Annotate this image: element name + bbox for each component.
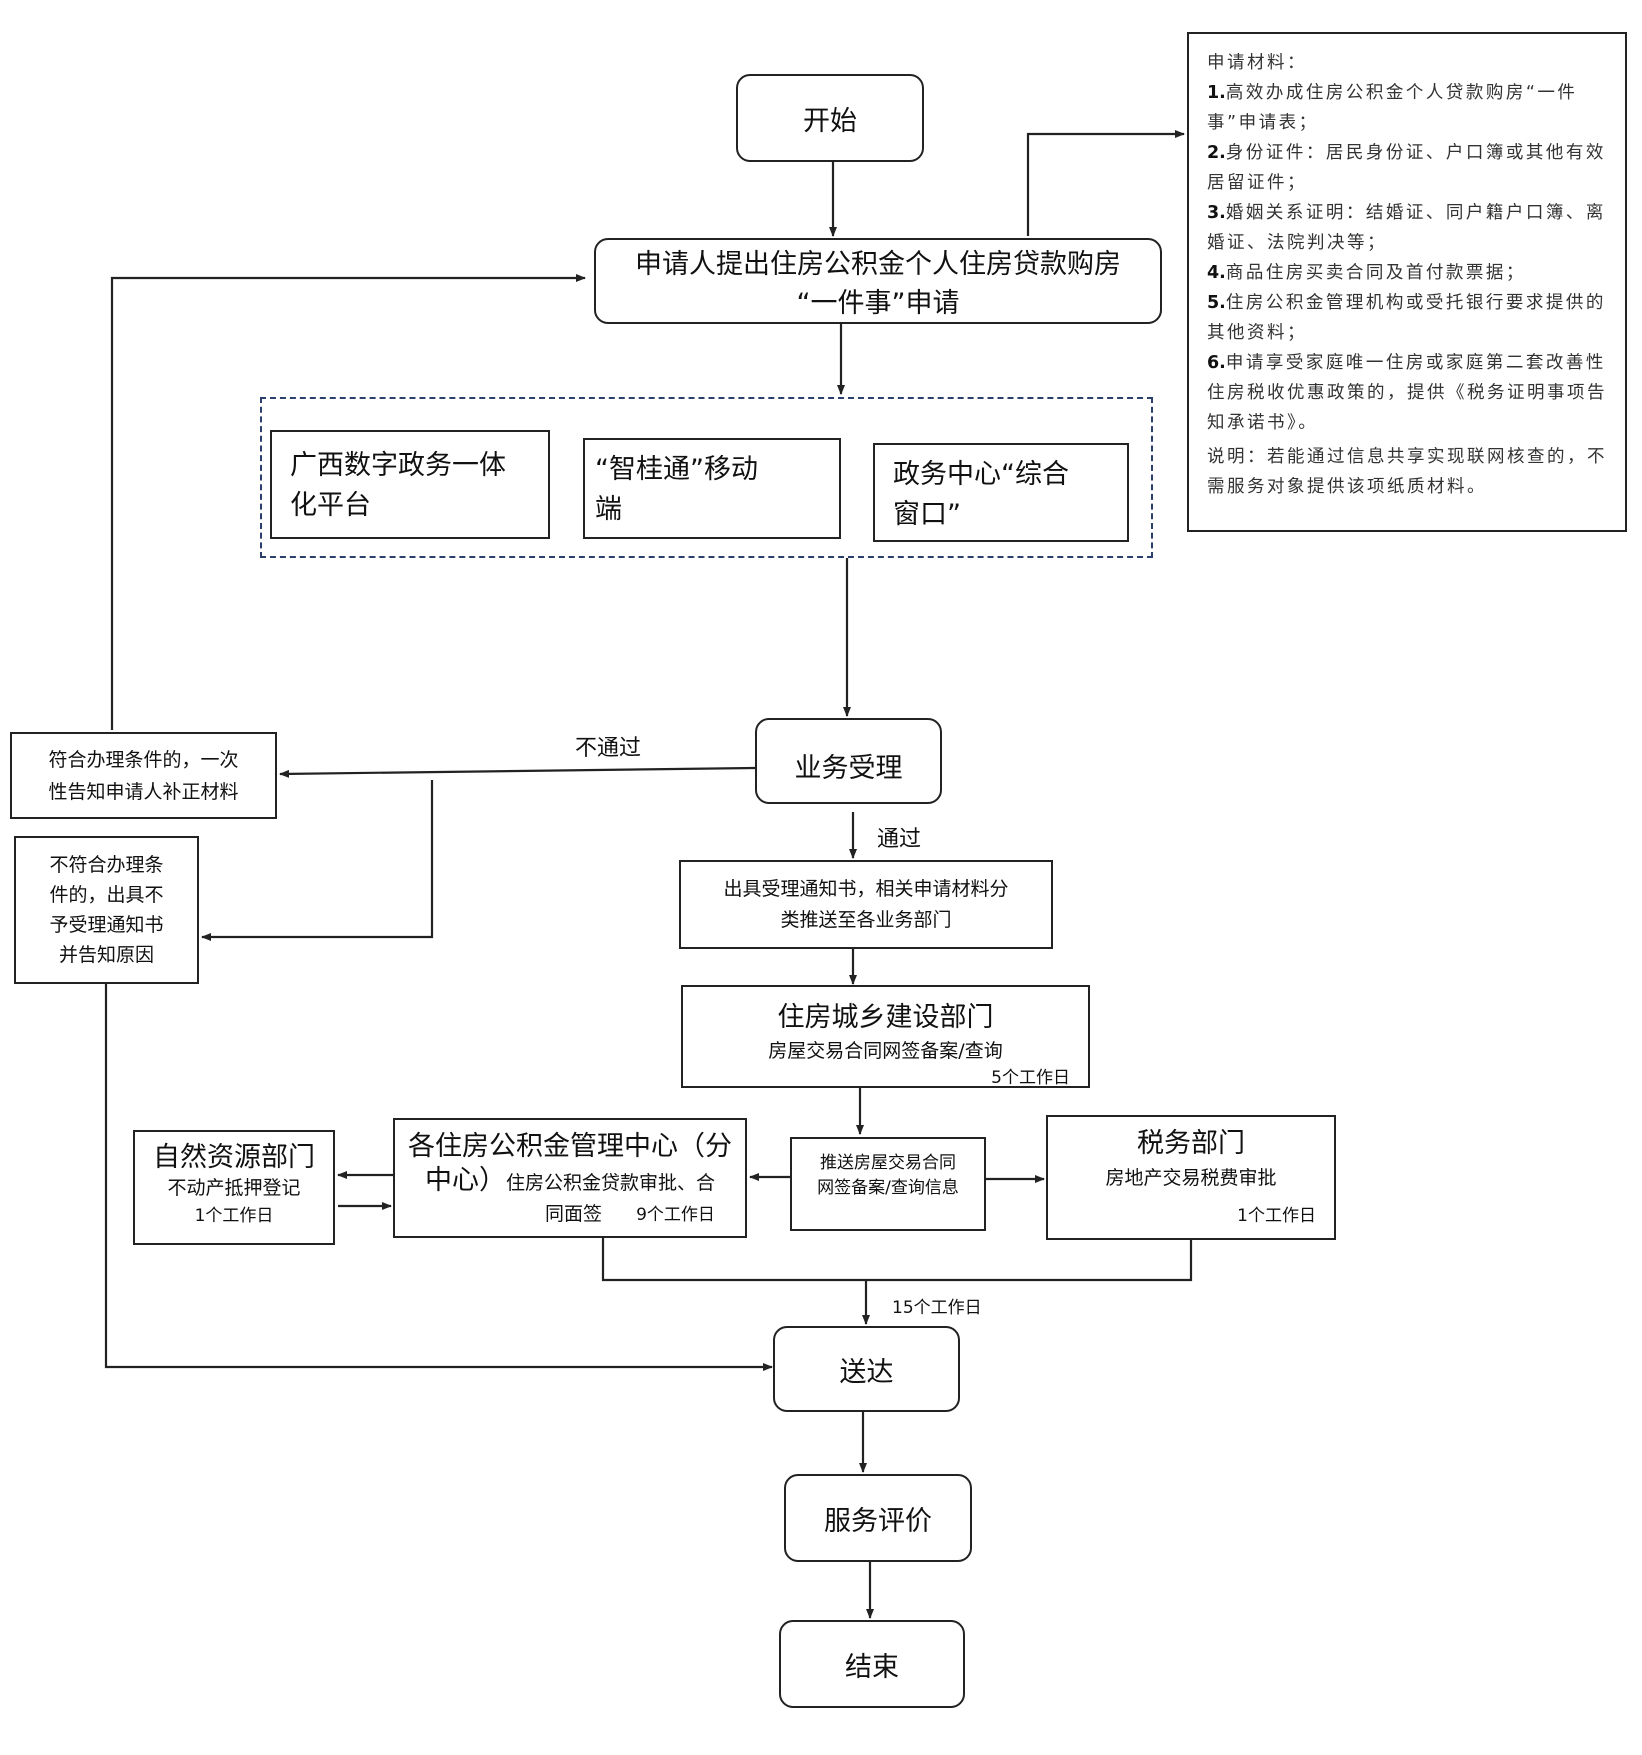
reject-deny-line4: 并告知原因: [58, 944, 154, 966]
materials-item: 4.商品住房买卖合同及首付款票据；: [1207, 258, 1609, 288]
evaluate-label: 服务评价: [824, 1505, 932, 1537]
housing-dept-time: 5个工作日: [991, 1068, 1070, 1088]
reject-deny-line2: 件的，出具不: [49, 884, 164, 906]
materials-item: 1.高效办成住房公积金个人贷款购房“一件事”申请表；: [1207, 78, 1609, 138]
reject-deny-node: 不符合办理条 件的，出具不 予受理通知书 并告知原因: [14, 836, 199, 984]
push-info-line1: 推送房屋交易合同: [820, 1153, 956, 1173]
materials-item-text: 申请享受家庭唯一住房或家庭第二套改善性住房税收优惠政策的，提供《税务证明事项告知…: [1207, 353, 1607, 433]
housing-dept-task: 房屋交易合同网签备案/查询: [768, 1040, 1003, 1062]
channel-mobile-line2: 端: [595, 494, 622, 525]
channel-mobile: “智桂通”移动 端: [583, 438, 841, 539]
materials-panel: 申请材料： 1.高效办成住房公积金个人贷款购房“一件事”申请表；2.身份证件：居…: [1187, 32, 1627, 532]
housing-dept-title: 住房城乡建设部门: [777, 1002, 994, 1033]
materials-item: 6.申请享受家庭唯一住房或家庭第二套改善性住房税收优惠政策的，提供《税务证明事项…: [1207, 348, 1609, 438]
housing-dept-node: 住房城乡建设部门 房屋交易合同网签备案/查询 5个工作日: [681, 985, 1090, 1088]
materials-item-number: 6.: [1207, 353, 1226, 373]
channel-window: 政务中心“综合 窗口”: [873, 443, 1129, 542]
merge-line: [601, 1238, 1193, 1282]
deliver-label: 送达: [839, 1356, 894, 1388]
reject-deny-line1: 不符合办理条: [49, 854, 164, 876]
materials-item-number: 2.: [1207, 143, 1226, 163]
fund-center-time: 9个工作日: [636, 1205, 715, 1225]
materials-item-number: 4.: [1207, 263, 1226, 283]
materials-item-text: 高效办成住房公积金个人贷款购房“一件事”申请表；: [1207, 83, 1578, 133]
materials-item-text: 婚姻关系证明：结婚证、同户籍户口簿、离婚证、法院判决等；: [1207, 203, 1606, 253]
materials-item-text: 住房公积金管理机构或受托银行要求提供的其他资料；: [1207, 293, 1606, 343]
start-label: 开始: [803, 105, 857, 137]
fund-center-title-line2: 中心）: [424, 1165, 506, 1196]
deliver-node: 送达: [773, 1326, 960, 1412]
channel-window-line1: 政务中心“综合: [893, 459, 1069, 490]
notice-node: 出具受理通知书，相关申请材料分 类推送至各业务部门: [679, 860, 1053, 949]
materials-heading: 申请材料：: [1207, 53, 1307, 73]
tax-dept-node: 税务部门 房地产交易税费审批 1个工作日: [1046, 1115, 1336, 1240]
channel-mobile-line1: “智桂通”移动: [595, 454, 758, 485]
materials-item-number: 5.: [1207, 293, 1226, 313]
accept-label: 业务受理: [794, 752, 903, 784]
natural-resources-time: 1个工作日: [194, 1206, 274, 1226]
channel-platform: 广西数字政务一体 化平台: [270, 430, 550, 539]
end-node: 结束: [779, 1620, 965, 1708]
natural-resources-node: 自然资源部门 不动产抵押登记 1个工作日: [133, 1130, 335, 1245]
fund-center-task2: 同面签: [545, 1203, 603, 1225]
materials-item-number: 1.: [1207, 83, 1226, 103]
push-info-line2: 网签备案/查询信息: [817, 1178, 959, 1198]
arrow-reject-deny-to-deliver: [104, 984, 773, 1371]
reject-fix-line1: 符合办理条件的，一次: [48, 748, 239, 771]
tax-dept-title: 税务部门: [1137, 1128, 1245, 1159]
natural-resources-title: 自然资源部门: [153, 1142, 315, 1173]
materials-item: 2.身份证件：居民身份证、户口簿或其他有效居留证件；: [1207, 138, 1609, 198]
reject-deny-line3: 予受理通知书: [49, 914, 164, 936]
evaluate-node: 服务评价: [784, 1474, 972, 1562]
apply-label-line2: “一件事”申请: [796, 288, 960, 319]
start-node: 开始: [736, 74, 924, 162]
apply-label-line1: 申请人提出住房公积金个人住房贷款购房: [635, 249, 1121, 280]
end-label: 结束: [845, 1651, 899, 1683]
reject-fix-line2: 性告知申请人补正材料: [48, 780, 239, 803]
reject-fix-node: 符合办理条件的，一次 性告知申请人补正材料: [10, 732, 277, 819]
materials-note: 说明：若能通过信息共享实现联网核查的，不需服务对象提供该项纸质材料。: [1207, 447, 1607, 497]
tax-dept-task: 房地产交易税费审批: [1105, 1167, 1277, 1189]
fund-center-title-line1: 各住房公积金管理中心（分: [408, 1131, 732, 1162]
tax-dept-time: 1个工作日: [1237, 1206, 1316, 1226]
arrow-apply-to-materials: [1026, 130, 1185, 236]
channel-platform-line2: 化平台: [290, 490, 371, 521]
notice-line2: 类推送至各业务部门: [780, 908, 952, 931]
natural-resources-task: 不动产抵押登记: [167, 1177, 301, 1199]
channels-group: [260, 397, 1153, 558]
push-info-node: 推送房屋交易合同 网签备案/查询信息: [790, 1137, 986, 1231]
materials-item-number: 3.: [1207, 203, 1226, 223]
materials-list: 1.高效办成住房公积金个人贷款购房“一件事”申请表；2.身份证件：居民身份证、户…: [1207, 78, 1609, 438]
edge-label-fail: 不通过: [575, 736, 642, 761]
edge-label-total-time: 15个工作日: [892, 1298, 982, 1318]
edge-label-pass: 通过: [877, 827, 922, 852]
channel-platform-line1: 广西数字政务一体: [290, 450, 506, 481]
arrow-accept-to-reject-fix: [279, 766, 756, 778]
arrow-loop-back-to-apply: [110, 274, 586, 730]
arrow-to-reject-deny: [201, 780, 434, 941]
fund-center-node: 各住房公积金管理中心（分 中心）住房公积金贷款审批、合 同面签 9个工作日: [393, 1118, 747, 1238]
fund-center-task: 住房公积金贷款审批、合: [505, 1172, 715, 1194]
channel-window-line2: 窗口”: [893, 499, 961, 530]
materials-item: 5.住房公积金管理机构或受托银行要求提供的其他资料；: [1207, 288, 1609, 348]
accept-node: 业务受理: [755, 718, 942, 804]
apply-node: 申请人提出住房公积金个人住房贷款购房 “一件事”申请: [594, 238, 1162, 324]
notice-line1: 出具受理通知书，相关申请材料分: [723, 877, 1009, 900]
materials-item-text: 商品住房买卖合同及首付款票据；: [1225, 263, 1526, 283]
materials-item: 3.婚姻关系证明：结婚证、同户籍户口簿、离婚证、法院判决等；: [1207, 198, 1609, 258]
materials-item-text: 身份证件：居民身份证、户口簿或其他有效居留证件；: [1207, 143, 1606, 193]
